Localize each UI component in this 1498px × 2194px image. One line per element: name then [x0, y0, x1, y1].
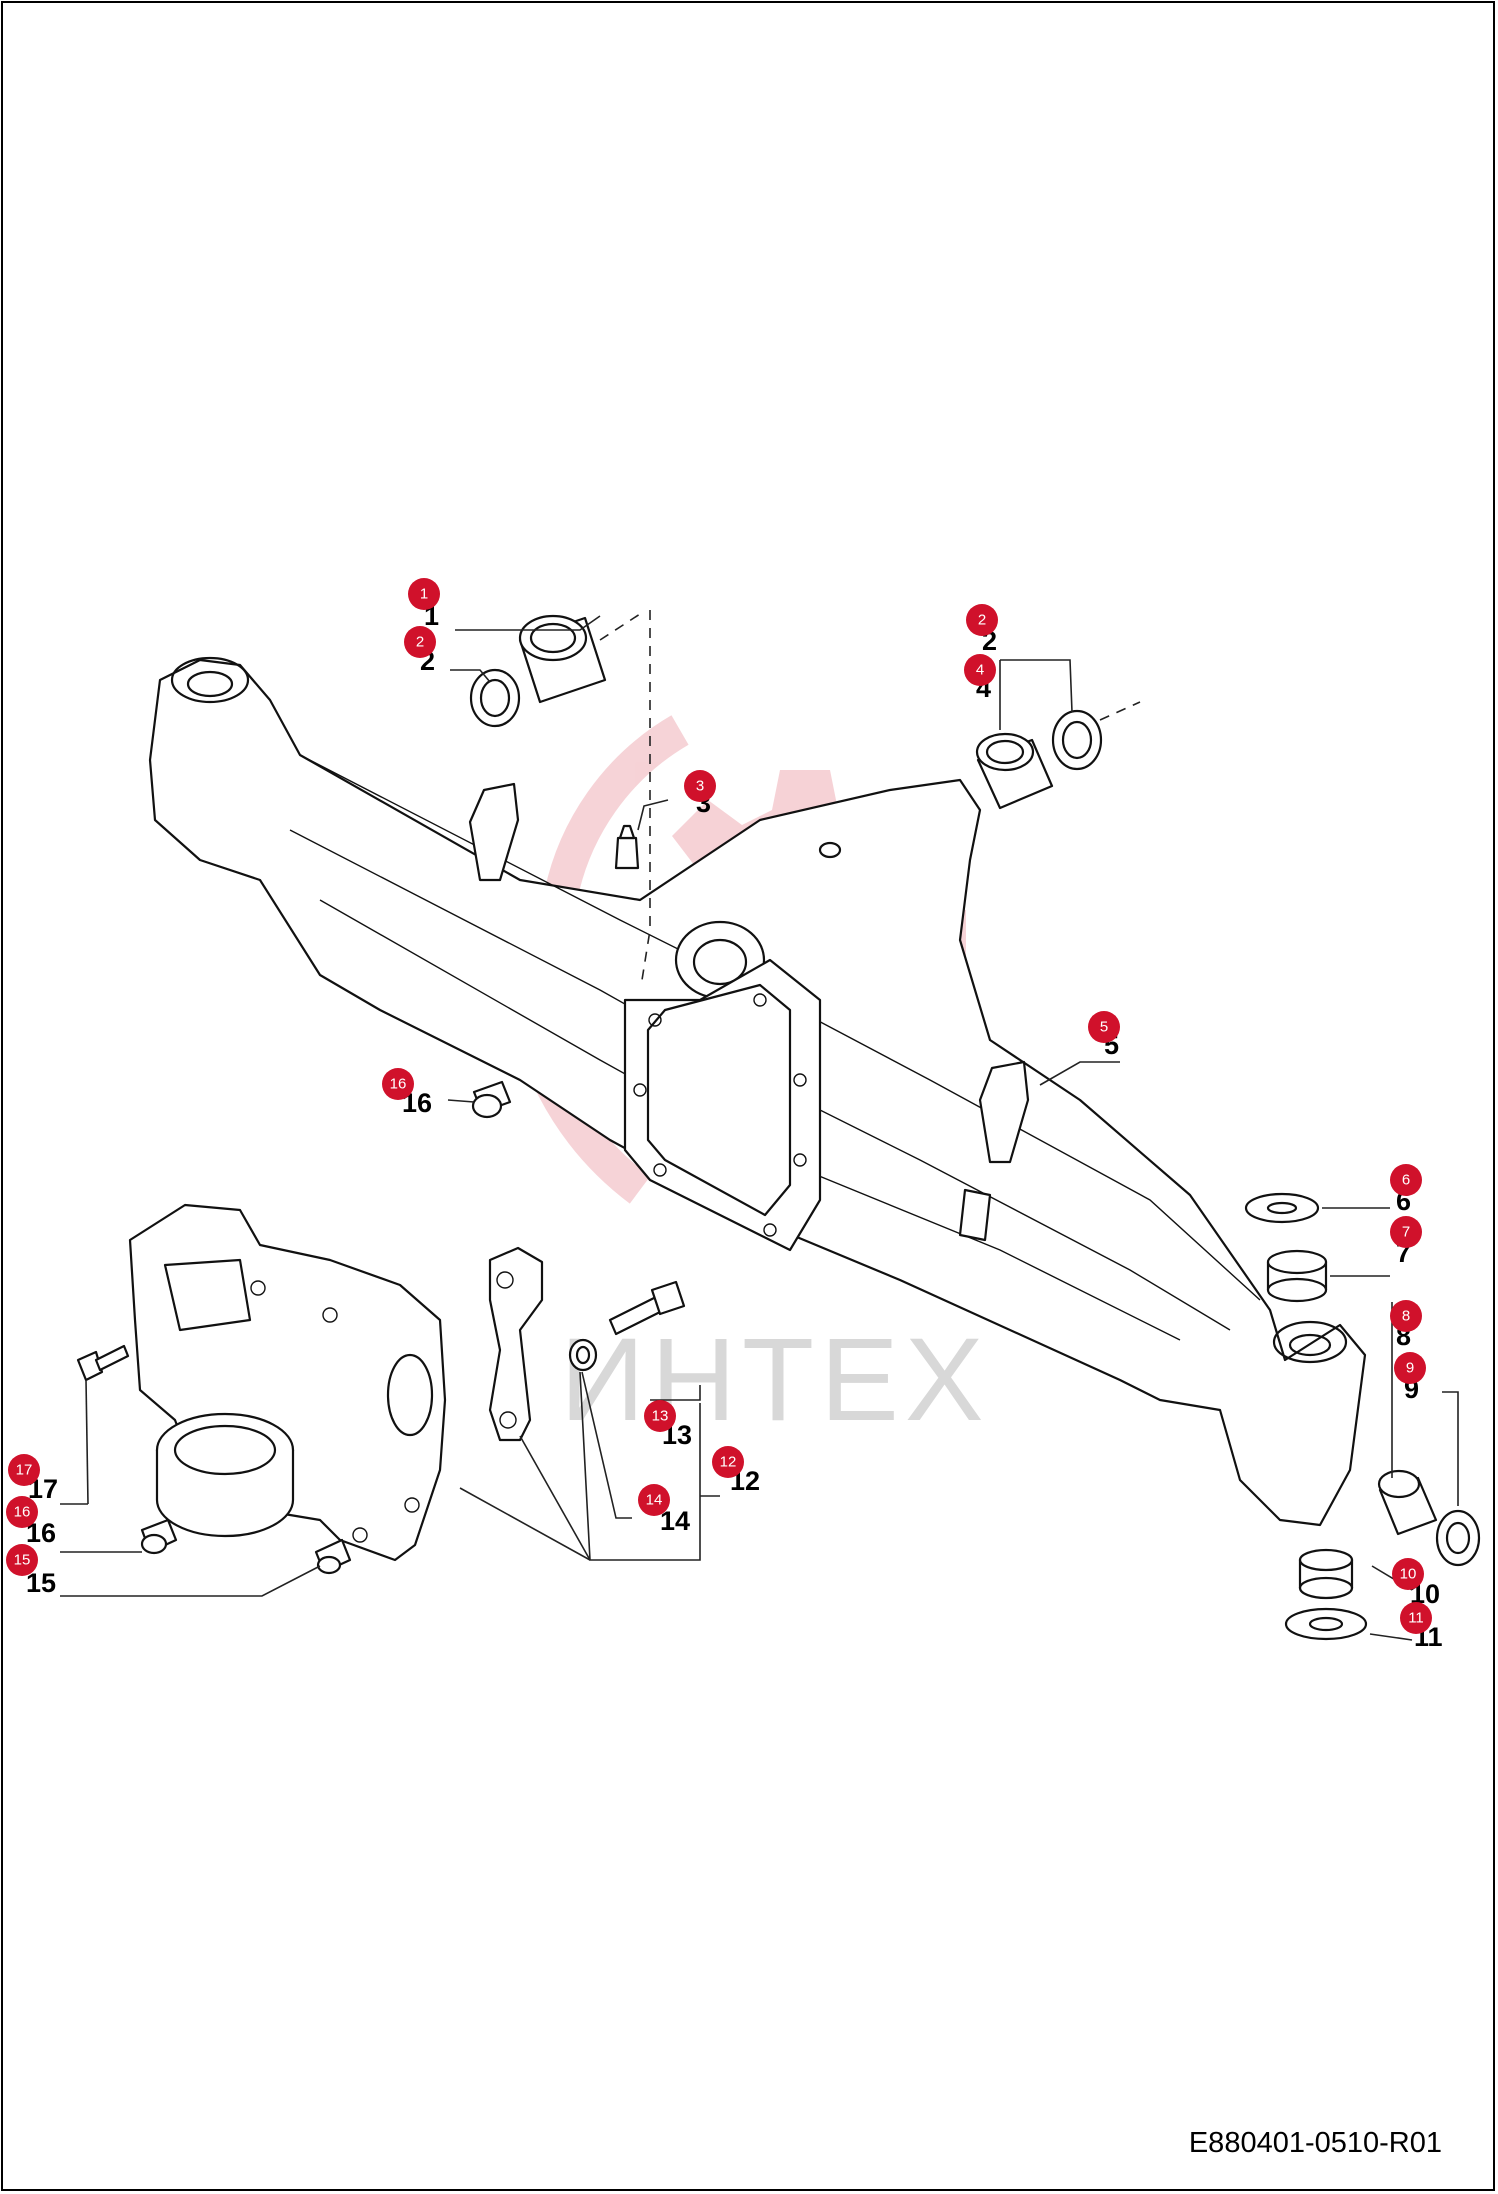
- svg-text:4: 4: [976, 662, 984, 679]
- badge-9[interactable]: 9: [1394, 1352, 1426, 1384]
- svg-text:5: 5: [1100, 1019, 1108, 1036]
- svg-text:3: 3: [696, 778, 704, 795]
- svg-text:16: 16: [390, 1076, 407, 1093]
- svg-text:15: 15: [14, 1552, 31, 1569]
- plug-16-middle: [471, 1080, 512, 1119]
- badge-4[interactable]: 4: [964, 654, 996, 686]
- svg-text:9: 9: [1406, 1360, 1414, 1377]
- svg-text:11: 11: [1408, 1610, 1424, 1627]
- bolt-13: [608, 1280, 686, 1336]
- svg-text:6: 6: [1402, 1172, 1410, 1189]
- svg-text:10: 10: [1400, 1566, 1417, 1583]
- svg-text:14: 14: [646, 1492, 663, 1509]
- document-id: E880401-0510-R01: [1188, 2127, 1442, 2159]
- bolt-17: [76, 1344, 130, 1382]
- bushing-4: [975, 732, 1054, 810]
- leader-lines: [60, 610, 1459, 1641]
- clamp-12: [488, 1246, 544, 1442]
- badge-5[interactable]: 5: [1088, 1011, 1120, 1043]
- bushing-8: [1377, 1469, 1438, 1536]
- bushing-10: [1298, 1548, 1354, 1600]
- seal-9: [1435, 1509, 1481, 1567]
- axle-beam: [148, 656, 1367, 1527]
- badge-10[interactable]: 10: [1392, 1558, 1424, 1590]
- pin-15: [314, 1538, 352, 1575]
- badge-15[interactable]: 15: [6, 1544, 38, 1576]
- svg-text:1: 1: [420, 586, 428, 603]
- washer-11: [1284, 1607, 1368, 1641]
- badge-3[interactable]: 3: [684, 770, 716, 802]
- badge-2b[interactable]: 2: [966, 604, 998, 636]
- plug-16-left: [140, 1518, 178, 1555]
- washer-6: [1244, 1192, 1320, 1224]
- svg-text:16: 16: [14, 1504, 31, 1521]
- badge-1[interactable]: 1: [408, 578, 440, 610]
- badge-14[interactable]: 14: [638, 1484, 670, 1516]
- badge-2a[interactable]: 2: [404, 626, 436, 658]
- badge-16b[interactable]: 16: [6, 1496, 38, 1528]
- svg-text:17: 17: [16, 1462, 33, 1479]
- watermark-text: ИНТЕХ: [560, 1314, 990, 1446]
- svg-text:2: 2: [978, 612, 986, 629]
- bushing-7: [1266, 1249, 1328, 1303]
- svg-text:12: 12: [720, 1454, 737, 1471]
- bushing-1: [518, 614, 607, 704]
- svg-text:13: 13: [652, 1408, 669, 1425]
- badge-11[interactable]: 11: [1400, 1602, 1432, 1634]
- grease-nipple: [614, 824, 640, 870]
- seal-ring-2-left: [469, 668, 521, 728]
- svg-text:2: 2: [416, 634, 424, 651]
- badge-8[interactable]: 8: [1390, 1300, 1422, 1332]
- svg-text:8: 8: [1402, 1308, 1410, 1325]
- badge-7[interactable]: 7: [1390, 1216, 1422, 1248]
- seal-ring-2-right: [1051, 709, 1103, 771]
- badge-13[interactable]: 13: [644, 1400, 676, 1432]
- badge-6[interactable]: 6: [1390, 1164, 1422, 1196]
- badge-16a[interactable]: 16: [382, 1068, 414, 1100]
- svg-text:7: 7: [1402, 1224, 1410, 1241]
- washer-14: [568, 1338, 598, 1372]
- badge-17[interactable]: 17: [8, 1454, 40, 1486]
- trunnion-housing: [128, 1203, 447, 1562]
- badge-12[interactable]: 12: [712, 1446, 744, 1478]
